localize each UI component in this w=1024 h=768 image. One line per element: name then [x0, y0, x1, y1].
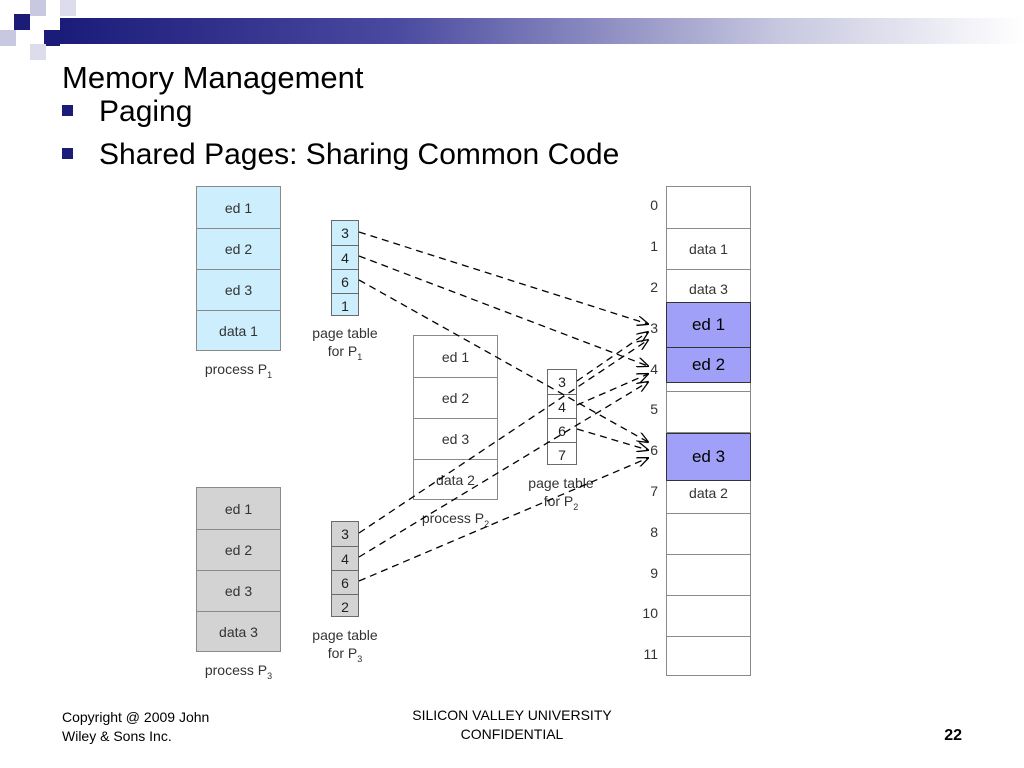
bullet-text: Shared Pages: Sharing Common Code [99, 138, 620, 171]
memory-frame-shared-6: ed 3 [666, 432, 751, 481]
arrow-pagetable2-entry-2 [576, 428, 648, 450]
page-table-p1-entry-3: 1 [332, 293, 358, 317]
page-table-p2-entry-2: 6 [548, 418, 576, 442]
frame-number-4: 4 [650, 360, 658, 377]
process-p2-page-0: ed 1 [441, 348, 470, 365]
process-p2-label: process P2 [421, 510, 490, 529]
arrow-pagetable3-entry-2 [358, 458, 648, 582]
frame-number-10: 10 [642, 605, 658, 622]
process-p3-label: process P3 [204, 662, 273, 681]
page-table-p3-entry-3: 2 [332, 594, 358, 618]
header-gradient-bar [60, 18, 1024, 44]
process-p3-page-2: ed 3 [197, 570, 280, 611]
header-square-light-3 [60, 0, 76, 16]
frame-number-5: 5 [650, 401, 658, 418]
process-p1-page-1: ed 2 [197, 228, 280, 269]
page-table-p2: 3 4 6 7 [547, 369, 577, 465]
memory-frame-6 [667, 431, 750, 473]
page-table-p1-entry-2: 6 [332, 269, 358, 293]
arrow-pagetable1-entry-0 [358, 231, 648, 324]
process-p3-page-3: data 3 [197, 611, 280, 652]
process-p3: ed 1 ed 2 ed 3 data 3 [196, 487, 281, 652]
footer-confidential: SILICON VALLEY UNIVERSITY CONFIDENTIAL [412, 707, 612, 742]
memory-frame-11 [667, 635, 750, 677]
memory-frame-1: data 1 [667, 227, 750, 269]
arrow-pagetable1-entry-2 [358, 279, 648, 442]
page-table-p3-entry-1: 4 [332, 546, 358, 570]
process-p2-page-2: ed 3 [414, 418, 497, 459]
page-table-p1-entry-1: 4 [332, 245, 358, 269]
frame-number-0: 0 [650, 197, 658, 214]
frame-number-8: 8 [650, 523, 658, 540]
page-table-p1: 3 4 6 1 [331, 220, 359, 316]
process-p3-page-0: ed 1 [224, 500, 253, 517]
bullet-text: Paging [99, 95, 193, 128]
page-table-p3: 3 4 6 2 [331, 521, 359, 617]
arrow-pagetable2-entry-1 [576, 374, 648, 406]
memory-frame-9 [667, 554, 750, 595]
frame-number-2: 2 [650, 279, 658, 295]
memory-frame-10 [667, 595, 750, 636]
arrow-pagetable2-entry-0 [576, 332, 648, 382]
process-p2: ed 1 ed 2 ed 3 data 2 [413, 335, 498, 500]
header-square-navy-1 [14, 14, 30, 30]
header-square-light-1 [30, 0, 46, 16]
page-table-p2-label: page table for P2 [528, 475, 594, 512]
header-square-navy-2 [44, 30, 60, 46]
bullet-square-icon [62, 104, 73, 116]
process-p1-page-0: ed 1 [224, 199, 253, 216]
slide-title: Memory Management [62, 60, 364, 95]
page-table-p3-entry-2: 6 [332, 570, 358, 594]
footer-copyright: Copyright @ 2009 John Wiley & Sons Inc. [62, 709, 210, 744]
process-p3-page-1: ed 2 [197, 529, 280, 570]
process-p2-page-3: data 2 [414, 459, 497, 500]
frame-number-7: 7 [650, 483, 658, 499]
page-table-p1-entry-0: 3 [341, 225, 349, 241]
arrow-pagetable1-entry-1 [358, 255, 648, 366]
frame-number-11: 11 [643, 646, 658, 663]
page-table-p2-entry-0: 3 [558, 374, 566, 390]
bullet-paging: Paging [62, 94, 192, 130]
memory-frame-shared-4: ed 2 [666, 347, 751, 384]
page-table-p3-entry-0: 3 [341, 526, 349, 542]
bullet-shared-pages: Shared Pages: Sharing Common Code [62, 137, 619, 173]
frame-number-1: 1 [650, 238, 658, 255]
frame-number-9: 9 [650, 564, 658, 581]
header-square-light-2 [0, 30, 16, 46]
process-p1-page-3: data 1 [197, 310, 280, 351]
arrow-pagetable3-entry-0 [358, 340, 648, 534]
process-p1-page-2: ed 3 [197, 269, 280, 310]
memory-frame-8 [667, 513, 750, 554]
frame-number-3: 3 [650, 319, 658, 336]
memory-frame-2: data 3 [667, 268, 750, 310]
arrow-pagetable3-entry-1 [358, 382, 648, 558]
process-p1-label: process P1 [204, 361, 273, 380]
bullet-square-icon [62, 147, 73, 159]
process-p2-page-1: ed 2 [414, 377, 497, 418]
process-p1: ed 1 ed 2 ed 3 data 1 [196, 186, 281, 351]
page-table-p2-entry-3: 7 [548, 442, 576, 466]
header-square-light-4 [30, 44, 46, 60]
page-table-p3-label: page table for P3 [312, 627, 378, 664]
frame-number-6: 6 [650, 442, 658, 459]
page-number: 22 [944, 727, 962, 744]
memory-frame-5 [667, 391, 750, 432]
page-table-p1-label: page table for P1 [312, 325, 378, 362]
